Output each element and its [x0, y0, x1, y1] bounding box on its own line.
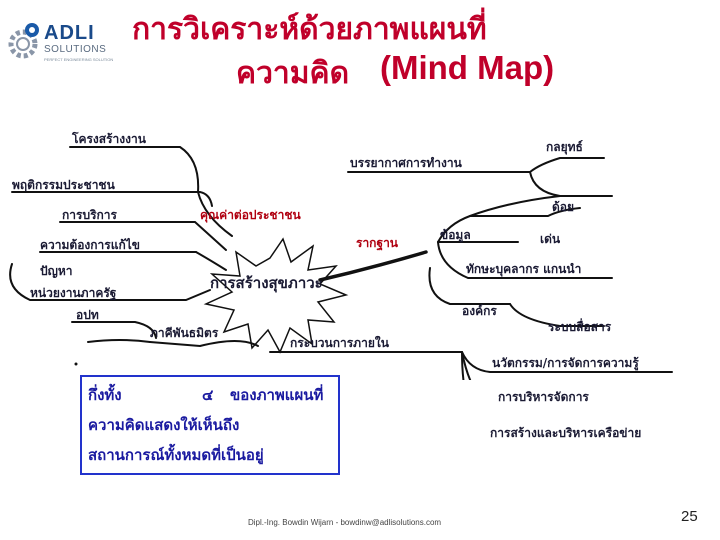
node-structure: โครงสร้างงาน: [72, 132, 146, 146]
left-branch-service: [59, 221, 227, 251]
slide-title-line2: ความคิด: [236, 56, 350, 91]
summary-box: กึ่งทั้ง ๔ ของภาพแผนที่ ความคิดแสดงให้เห…: [80, 375, 340, 475]
node-strategy: กลยุทธ์: [546, 140, 583, 154]
right-branch-weak: [469, 207, 581, 217]
right-branch-strong: [437, 195, 561, 243]
slide-title-mind-map: (Mind Map): [380, 49, 555, 86]
node-process: กระบวนการภายใน: [290, 336, 389, 350]
left-branch-local: [71, 321, 157, 339]
mind-map-lines: [9, 146, 673, 380]
right-branch-innovation: [461, 351, 472, 380]
right-branch-skill: [437, 241, 613, 279]
node-innovation: นวัตกรรม/การจัดการความรู้: [492, 356, 639, 370]
left-branch-connector: [149, 340, 259, 348]
node-org: องค์กร: [462, 304, 497, 318]
adli-logo: ADLI SOLUTIONS PERFECT ENGINEERING SOLUT…: [6, 18, 116, 66]
logo-word: ADLI: [44, 22, 95, 44]
right-branch-core: [318, 250, 428, 282]
node-comm: ระบบสื่อสาร: [548, 320, 612, 334]
gear-icon: [8, 23, 39, 59]
node-foundation: รากฐาน: [356, 236, 399, 250]
summary-line-map: ของภาพแผนที่: [230, 386, 324, 404]
node-partner: ภาคีพันธมิตร: [150, 326, 219, 340]
right-branch-org: [428, 267, 511, 305]
node-network: การสร้างและบริหารเครือข่าย: [490, 426, 642, 440]
right-branch-strategy: [529, 171, 613, 197]
node-behavior: พฤติกรรมประชาชน: [12, 178, 115, 192]
node-skill: ทักษะบุคลากร แกนนำ: [466, 262, 582, 276]
summary-line-half: กึ่งทั้ง: [88, 386, 122, 404]
mind-map: โครงสร้างงาน พฤติกรรมประชาชน การบริการ ค…: [0, 120, 720, 440]
node-need: ความต้องการแก้ไข: [40, 238, 140, 252]
left-branch-agency: [195, 251, 227, 271]
node-climate: บรรยากาศการทำงาน: [350, 156, 462, 170]
right-branch-comm: [509, 303, 605, 327]
right-branch-network: [461, 351, 465, 380]
node-center: การสร้างสุขภาวะ: [210, 274, 323, 292]
summary-line-situation: สถานการณ์ทั้งหมดที่เป็นอยู่: [88, 446, 264, 464]
node-weak: ด้อย: [552, 200, 575, 214]
node-management: การบริหารจัดการ: [498, 390, 589, 404]
node-strong: เด่น: [540, 232, 561, 246]
summary-line-shows: ความคิดแสดงให้เห็นถึง: [88, 416, 240, 434]
node-value: คุณค่าต่อประชาชน: [200, 208, 301, 222]
node-local: อปท: [76, 308, 99, 322]
node-agency: หน่วยงานภาครัฐ: [30, 286, 117, 300]
left-branch-problem: [9, 263, 211, 301]
node-problem: ปัญหา: [40, 264, 73, 278]
logo-tagline: PERFECT ENGINEERING SOLUTION: [44, 57, 114, 62]
footer-credit: Dipl.-Ing. Bowdin Wijarn - bowdinw@adlis…: [248, 518, 442, 527]
node-service: การบริการ: [62, 208, 117, 222]
logo-sub: SOLUTIONS: [44, 44, 107, 55]
slide-title-line1: การวิเคราะห์ด้วยภาพแผนที่: [132, 12, 487, 47]
center-starburst: [203, 237, 349, 354]
page-number: 25: [681, 508, 698, 525]
left-branch-partner: [87, 339, 151, 343]
left-branch-behavior: [11, 191, 213, 207]
node-data: ข้อมูล: [440, 228, 471, 242]
summary-line-four: ๔: [202, 386, 214, 404]
bullet-dot: [74, 362, 78, 366]
